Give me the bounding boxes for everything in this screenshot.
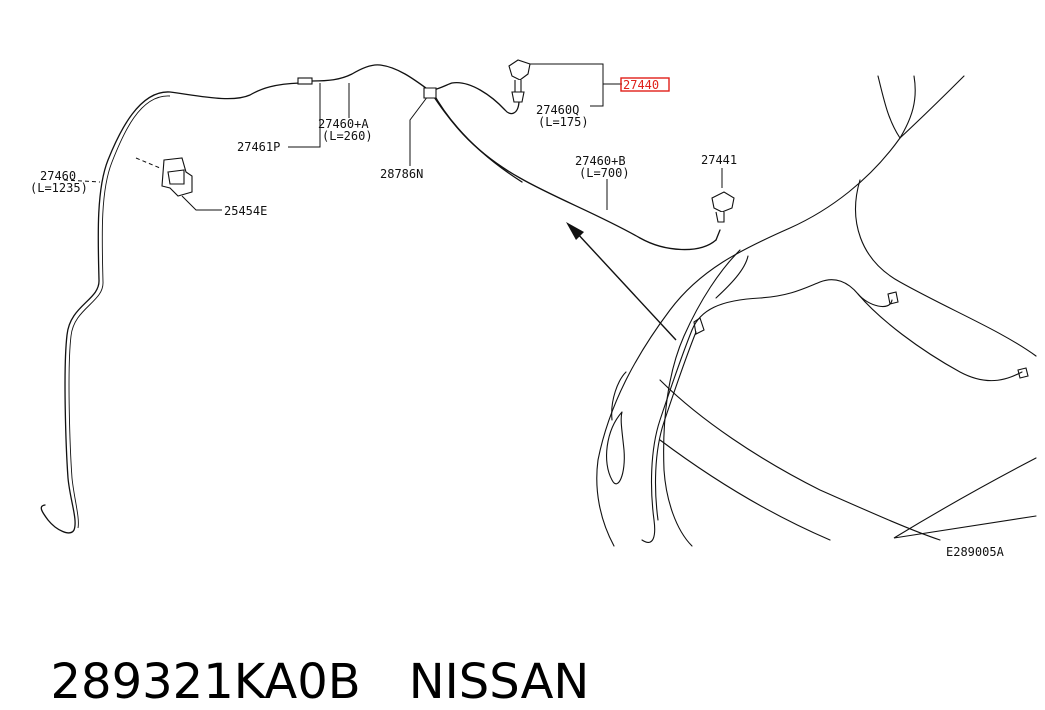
hose-end-27441: [715, 229, 721, 241]
car-hose: [641, 279, 1029, 543]
leader-25454E: [181, 195, 222, 211]
leader-27461P: [288, 83, 321, 148]
nozzle-27440-icon: [508, 59, 531, 103]
clip-25454E-icon: [161, 157, 193, 197]
nozzle-27441-icon: [711, 191, 735, 223]
hose-27460-B-edge: [431, 90, 523, 183]
label-27440: 27440: [623, 78, 659, 92]
label-27460A-length: (L=260): [322, 129, 373, 143]
diagram-reference: E289005A: [946, 545, 1005, 559]
caption: 289321KA0B NISSAN: [20, 598, 590, 710]
label-27460Q: 27460Q: [536, 103, 579, 117]
leader-27440: [526, 63, 622, 85]
hose-27460-edge: [68, 95, 171, 529]
hose-27460Q: [429, 82, 520, 115]
label-25454E: 25454E: [224, 204, 267, 218]
hose-27460: [40, 82, 301, 534]
car-outline: [596, 75, 1037, 547]
brand-name: NISSAN: [408, 654, 590, 710]
label-27460: 27460: [40, 169, 76, 183]
label-27460B: 27460+B: [575, 154, 626, 168]
label-27461P: 27461P: [237, 140, 280, 154]
highlight-box-27440: [620, 77, 670, 92]
parts-diagram: 27440 27460Q (L=175) 27460+A (L=260) 274…: [30, 59, 1037, 559]
label-27460A: 27460+A: [318, 117, 369, 131]
label-27460-length: (L=1235): [30, 181, 88, 195]
label-27460Q-length: (L=175): [538, 115, 589, 129]
leader-27460Q: [590, 84, 604, 107]
leader-dash: [135, 157, 161, 169]
label-27460B-length: (L=700): [579, 166, 630, 180]
joint-28786N-icon: [423, 87, 437, 99]
part-number: 289321KA0B: [50, 654, 361, 710]
label-27441: 27441: [701, 153, 737, 167]
leader-27460: [63, 179, 101, 183]
arrow-icon: [566, 222, 677, 341]
label-28786N: 28786N: [380, 167, 423, 181]
connector-27461P-icon: [297, 77, 313, 85]
leader-28786N: [409, 95, 429, 166]
hose-27460-A: [299, 64, 431, 92]
